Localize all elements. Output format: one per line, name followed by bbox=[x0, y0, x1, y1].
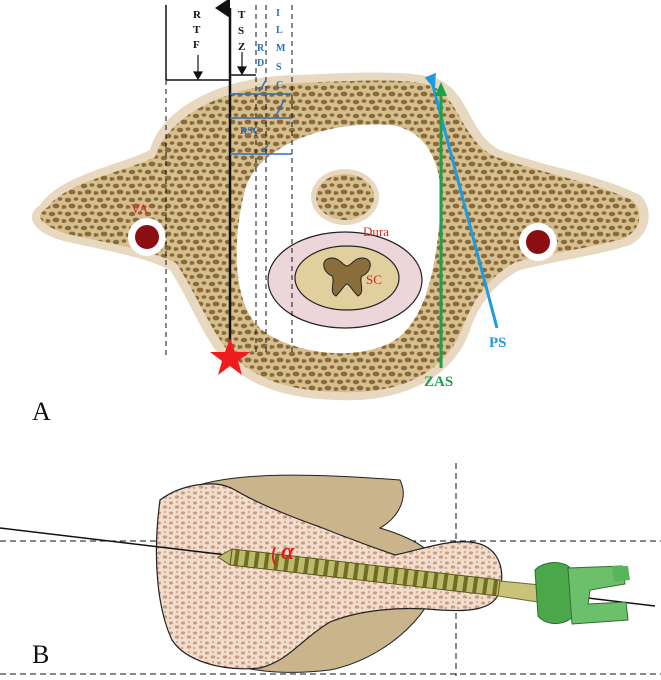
svg-text:S: S bbox=[276, 62, 282, 73]
ps-trajectory bbox=[424, 72, 499, 329]
svg-text:S: S bbox=[238, 25, 244, 37]
svg-text:T: T bbox=[193, 24, 201, 36]
ps-label: PS bbox=[489, 335, 507, 351]
svg-text:L: L bbox=[276, 25, 283, 36]
svg-text:D: D bbox=[257, 58, 264, 69]
tsz-label: T S Z bbox=[238, 9, 246, 53]
left-vertebral-artery bbox=[128, 218, 166, 256]
svg-text:Z: Z bbox=[238, 41, 245, 53]
rd-label: R D bbox=[257, 43, 265, 69]
entry-point-star bbox=[210, 338, 250, 375]
svg-text:R: R bbox=[193, 9, 202, 21]
grey-matter bbox=[323, 257, 371, 297]
zas-label: ZAS bbox=[424, 374, 453, 390]
panel-b: α B bbox=[0, 463, 661, 676]
sc-label: SC bbox=[366, 272, 382, 287]
zas-trajectory bbox=[435, 82, 447, 368]
screw-tulip-head bbox=[534, 562, 630, 625]
svg-text:F: F bbox=[193, 39, 200, 51]
angle-label: α bbox=[281, 539, 295, 565]
svg-text:M: M bbox=[276, 43, 286, 54]
pointer-arrows bbox=[192, 52, 248, 81]
svg-text:I: I bbox=[276, 8, 280, 19]
rsc-label: RSC bbox=[240, 126, 260, 137]
angle-arc bbox=[271, 546, 277, 567]
svg-text:C: C bbox=[276, 80, 283, 91]
blue-measure-lines bbox=[230, 79, 292, 155]
dura-label: Dura bbox=[363, 224, 389, 239]
screw-tip bbox=[217, 548, 233, 566]
svg-text:T: T bbox=[238, 9, 246, 21]
right-vertebral-artery bbox=[519, 223, 557, 261]
va-label: VA bbox=[131, 201, 149, 216]
ilmsc-label: I L M S C bbox=[276, 8, 286, 91]
panel-a: A VA Dura SC PS ZAS RSC R T F T S Z R D … bbox=[31, 0, 649, 426]
screw-neck bbox=[497, 580, 541, 603]
panel-b-letter: B bbox=[32, 640, 49, 669]
odontoid-bone bbox=[316, 174, 374, 220]
dashed-guides bbox=[165, 5, 293, 355]
svg-text:R: R bbox=[257, 43, 265, 54]
rtf-label: R T F bbox=[193, 9, 202, 51]
panel-a-letter: A bbox=[32, 397, 51, 426]
